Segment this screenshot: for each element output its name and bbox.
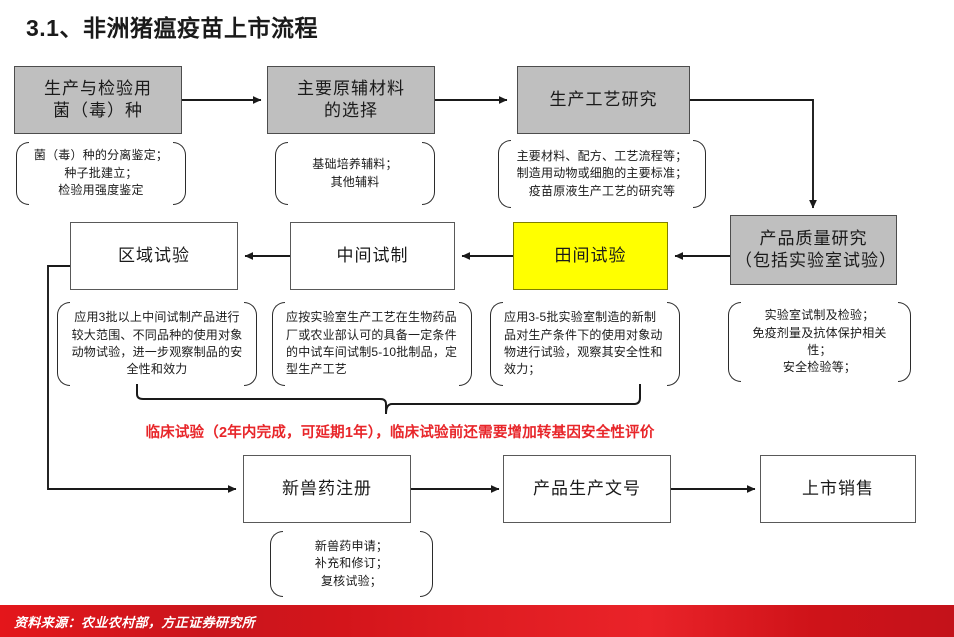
note-field-trial-text: 应用3-5批实验室制造的新制品对生产条件下的使用对象动物进行试验，观察其安全性和… [504,310,663,377]
node-pilot[interactable]: 中间试制 [290,222,455,290]
node-field-trial-label: 田间试验 [554,246,627,266]
note-materials-text: 基础培养辅料； 其他辅料 [312,157,398,189]
brace-left [16,142,29,205]
brace-right [422,142,435,205]
brace-right [459,302,472,386]
note-process: 主要材料、配方、工艺流程等； 制造用动物或细胞的主要标准； 疫苗原液生产工艺的研… [498,140,706,208]
clinical-brace [136,384,641,415]
brace-left [57,302,70,386]
brace-left [275,142,288,205]
node-strain-label: 生产与检验用 菌（毒）种 [44,79,152,120]
note-strain: 菌（毒）种的分离鉴定； 种子批建立； 检验用强度鉴定 [16,142,186,205]
note-pilot-text: 应按实验室生产工艺在生物药品厂或农业部认可的具备一定条件的中试车间试制5-10批… [286,310,458,377]
note-registration-text: 新兽药申请； 补充和修订； 复核试验； [314,538,389,588]
node-market-label: 上市销售 [802,479,874,499]
note-strain-text: 菌（毒）种的分离鉴定； 种子批建立； 检验用强度鉴定 [33,148,169,198]
node-materials-label: 主要原辅材料 的选择 [297,79,405,120]
brace-right [898,302,911,382]
note-pilot: 应按实验室生产工艺在生物药品厂或农业部认可的具备一定条件的中试车间试制5-10批… [272,302,472,386]
node-regional[interactable]: 区域试验 [70,222,238,290]
page-title: 3.1、非洲猪瘟疫苗上市流程 [26,15,318,41]
node-quality[interactable]: 产品质量研究 （包括实验室试验） [730,215,897,285]
note-regional-text: 应用3批以上中间试制产品进行较大范围、不同品种的使用对象动物试验，进一步观察制品… [71,310,243,377]
node-process[interactable]: 生产工艺研究 [517,66,690,134]
node-production-no[interactable]: 产品生产文号 [503,455,671,523]
node-registration-label: 新兽药注册 [282,479,372,499]
brace-right [420,531,433,597]
node-market[interactable]: 上市销售 [760,455,916,523]
clinical-trial-caption: 临床试验（2年内完成，可延期1年），临床试验前还需要增加转基因安全性评价 [145,425,655,441]
node-process-label: 生产工艺研究 [549,90,658,110]
node-registration[interactable]: 新兽药注册 [243,455,411,523]
node-pilot-label: 中间试制 [336,246,409,266]
note-quality: 实验室试制及检验； 免疫剂量及抗体保护相关性； 安全检验等； [728,302,911,382]
brace-left [270,531,283,597]
brace-right [693,140,706,208]
brace-left [490,302,503,386]
brace-right [244,302,257,386]
node-quality-label: 产品质量研究 （包括实验室试验） [735,229,897,270]
brace-right [667,302,680,386]
note-field-trial: 应用3-5批实验室制造的新制品对生产条件下的使用对象动物进行试验，观察其安全性和… [490,302,680,386]
node-regional-label: 区域试验 [118,246,190,266]
brace-right [173,142,186,205]
note-registration: 新兽药申请； 补充和修订； 复核试验； [270,531,433,597]
source-footer-text: 资料来源：农业农村部，方正证券研究所 [14,615,256,630]
arrow-process-to-quality [690,99,817,209]
brace-left [498,140,511,208]
note-process-text: 主要材料、配方、工艺流程等； 制造用动物或细胞的主要标准； 疫苗原液生产工艺的研… [516,148,688,198]
node-materials[interactable]: 主要原辅材料 的选择 [267,66,435,134]
node-production-no-label: 产品生产文号 [533,479,641,499]
brace-left [272,302,285,386]
node-strain[interactable]: 生产与检验用 菌（毒）种 [14,66,182,134]
source-footer-bar: 资料来源：农业农村部，方正证券研究所 [0,605,954,637]
node-field-trial[interactable]: 田间试验 [513,222,668,290]
note-quality-text: 实验室试制及检验； 免疫剂量及抗体保护相关性； 安全检验等； [752,308,887,375]
note-regional: 应用3批以上中间试制产品进行较大范围、不同品种的使用对象动物试验，进一步观察制品… [57,302,257,386]
brace-left [728,302,741,382]
note-materials: 基础培养辅料； 其他辅料 [275,142,435,205]
